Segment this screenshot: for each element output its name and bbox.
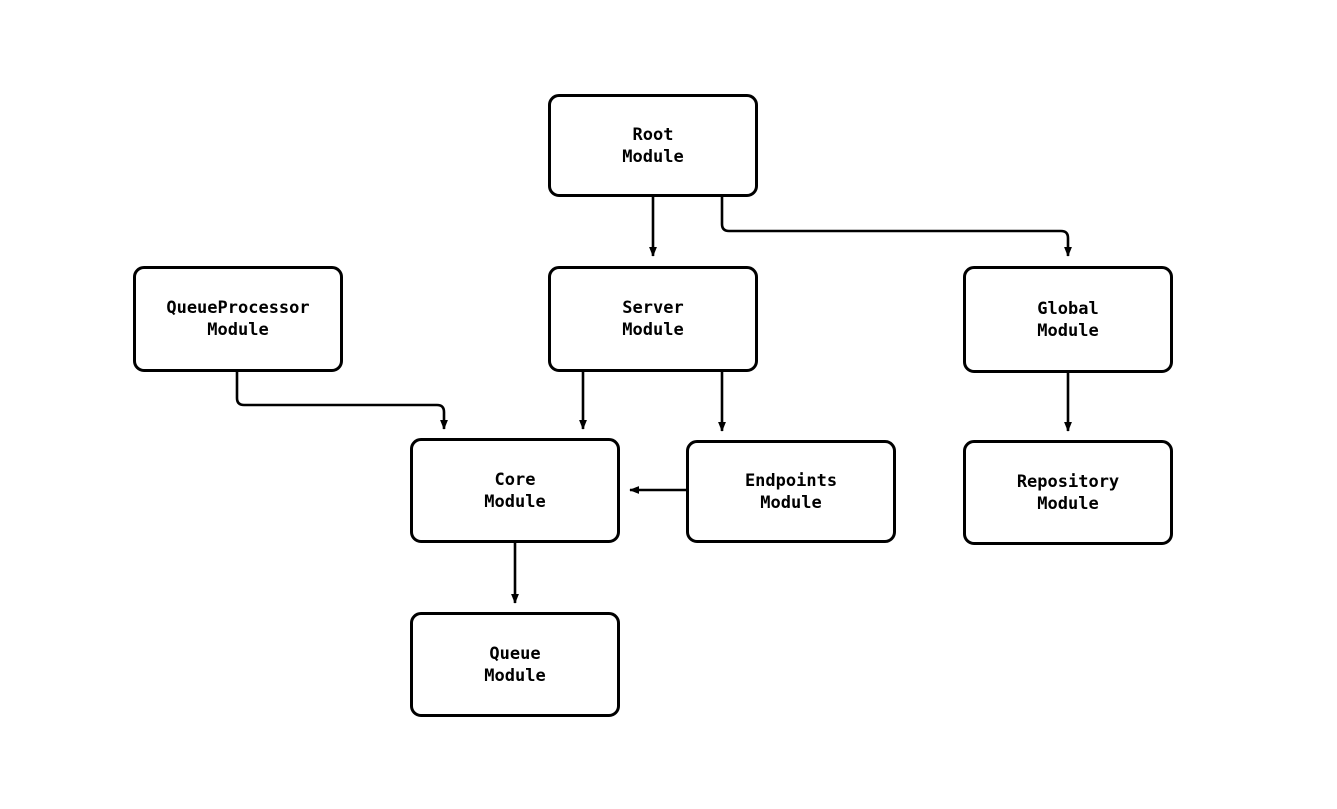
node-core[interactable]: Core Module: [410, 438, 620, 543]
node-global-label: Global Module: [1037, 298, 1099, 341]
node-queue[interactable]: Queue Module: [410, 612, 620, 717]
node-core-label: Core Module: [484, 469, 546, 512]
node-queueprocessor[interactable]: QueueProcessor Module: [133, 266, 343, 372]
node-endpoints[interactable]: Endpoints Module: [686, 440, 896, 543]
edge-queueprocessor-core: [235, 372, 448, 430]
node-server[interactable]: Server Module: [548, 266, 758, 372]
node-server-label: Server Module: [622, 298, 684, 340]
node-repository[interactable]: Repository Module: [963, 440, 1173, 545]
node-root[interactable]: Root Module: [548, 94, 758, 197]
node-queue-label: Queue Module: [484, 643, 546, 686]
node-endpoints-label: Endpoints Module: [744, 470, 838, 513]
node-queueprocessor-label: QueueProcessor Module: [166, 298, 310, 340]
node-global[interactable]: Global Module: [963, 266, 1173, 373]
node-repository-label: Repository Module: [1016, 471, 1120, 514]
edge-root-global: [720, 197, 1072, 257]
node-root-label: Root Module: [622, 124, 684, 167]
